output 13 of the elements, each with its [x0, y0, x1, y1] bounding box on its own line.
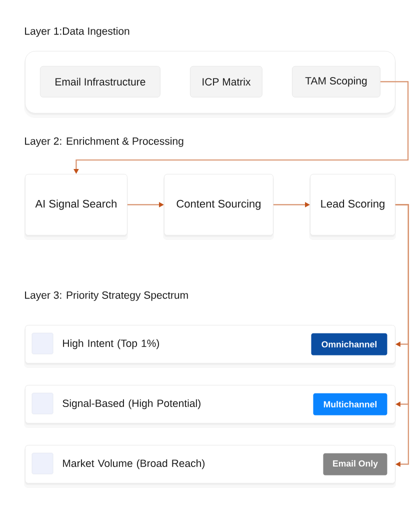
- channel-badge: Multichannel: [313, 393, 388, 416]
- tag-box: Email Infrastructure: [40, 66, 160, 98]
- layer-heading: Layer 3: Priority Strategy Spectrum: [25, 291, 188, 301]
- process-box: Content Sourcing: [163, 174, 274, 240]
- tag-box: ICP Matrix: [190, 66, 262, 98]
- channel-badge: Email Only: [323, 453, 388, 476]
- process-box: AI Signal Search: [24, 174, 128, 240]
- layer-heading: Layer 1:Data Ingestion: [25, 27, 130, 37]
- process-box: Lead Scoring: [309, 174, 396, 240]
- channel-badge: Omnichannel: [311, 333, 388, 356]
- tag-box: TAM Scoping: [292, 66, 380, 98]
- arrow: [395, 204, 409, 467]
- layer-heading: Layer 2: Enrichment & Processing: [25, 137, 184, 147]
